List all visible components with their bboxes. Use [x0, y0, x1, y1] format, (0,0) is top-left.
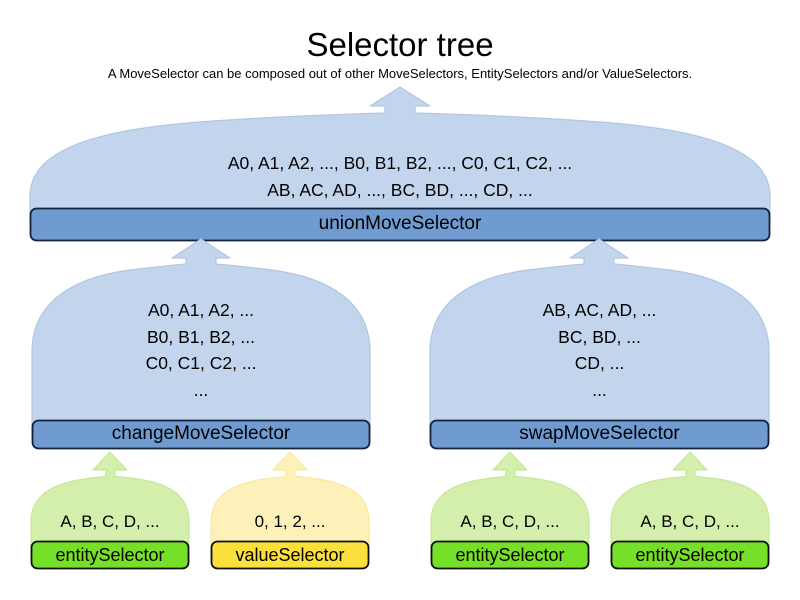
node-shape-leaf2[interactable]	[210, 451, 370, 570]
node-shape-swap[interactable]	[429, 238, 770, 450]
change-bar	[31, 419, 371, 450]
leaf2-dome-with-arrow	[210, 451, 370, 561]
change-label: changeMoveSelector	[111, 423, 291, 444]
leaf4-label: entitySelector	[635, 545, 745, 565]
node-shape-change[interactable]	[31, 238, 371, 450]
leaf2-contents: 0, 1, 2, ...	[254, 512, 326, 531]
node-shape-leaf1[interactable]	[30, 451, 190, 570]
leaf1-label: entitySelector	[55, 545, 165, 565]
leaf3-contents: A, B, C, D, ...	[460, 512, 560, 531]
swap-contents: AB, AC, AD, ... BC, BD, ... CD, ... ...	[542, 300, 657, 400]
union-dome-with-arrow	[29, 86, 771, 223]
swap-bar	[429, 419, 770, 450]
page-title: Selector tree	[306, 26, 494, 63]
leaf1-dome-with-arrow	[30, 451, 190, 561]
swap-label: swapMoveSelector	[519, 423, 680, 444]
leaf3-label: entitySelector	[455, 545, 565, 565]
page-subtitle: A MoveSelector can be composed out of ot…	[107, 66, 693, 81]
change-contents: A0, A1, A2, ... B0, B1, B2, ... C0, C1, …	[145, 300, 257, 400]
union-label: unionMoveSelector	[318, 213, 482, 234]
leaf4-dome-with-arrow	[610, 451, 770, 561]
union-bar	[29, 207, 771, 242]
node-shape-union[interactable]	[29, 86, 771, 242]
leaf4-contents: A, B, C, D, ...	[640, 512, 740, 531]
node-shape-leaf3[interactable]	[430, 451, 590, 570]
swap-dome-with-arrow	[429, 238, 770, 439]
leaf2-label: valueSelector	[235, 545, 345, 565]
leaf2-bar	[210, 540, 370, 570]
node-shape-leaf4[interactable]	[610, 451, 770, 570]
leaf1-contents: A, B, C, D, ...	[60, 512, 160, 531]
leaf1-bar	[30, 540, 190, 570]
union-contents: A0, A1, A2, ..., B0, B1, B2, ..., C0, C1…	[227, 153, 573, 200]
leaf3-bar	[430, 540, 590, 570]
leaf3-dome-with-arrow	[430, 451, 590, 561]
leaf4-bar	[610, 540, 770, 570]
change-dome-with-arrow	[31, 238, 371, 439]
